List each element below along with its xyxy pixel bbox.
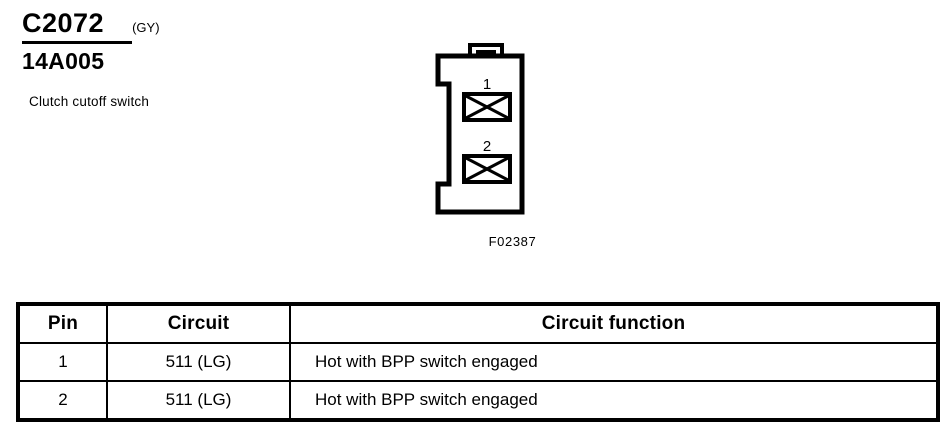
- table-row: 1 511 (LG) Hot with BPP switch engaged: [16, 342, 940, 382]
- connector-id: C2072: [22, 8, 105, 38]
- table-header-row: Pin Circuit Circuit function: [16, 302, 940, 344]
- connector-identification-block: C2072 (GY) 14A005 Clutch cutoff switch: [22, 6, 352, 109]
- pin-cavity-2-cross-b: [465, 156, 509, 182]
- locking-tab-outer: [468, 43, 504, 56]
- connector-diagram: 1 2 F02387: [420, 38, 610, 253]
- connector-outline-svg: 1 2: [435, 43, 525, 215]
- cell-circuit: 511 (LG): [106, 380, 291, 422]
- pin-cavity-2: 2: [462, 138, 512, 184]
- cell-pin: 1: [16, 342, 108, 382]
- pin-assignment-table: Pin Circuit Circuit function 1 511 (LG) …: [16, 302, 940, 422]
- cell-circuit: 511 (LG): [106, 342, 291, 382]
- column-header-circuit: Circuit: [106, 302, 291, 344]
- pin-cavity-2-label: 2: [483, 138, 491, 155]
- pin-cavity-1-label: 1: [483, 76, 491, 93]
- connector-figure-code: F02387: [488, 234, 537, 249]
- component-name: Clutch cutoff switch: [29, 94, 150, 109]
- cell-circuit-function: Hot with BPP switch engaged: [289, 342, 940, 382]
- cell-pin: 2: [16, 380, 108, 422]
- column-header-circuit-function: Circuit function: [289, 302, 940, 344]
- table-row: 2 511 (LG) Hot with BPP switch engaged: [16, 380, 940, 422]
- cell-circuit-function: Hot with BPP switch engaged: [289, 380, 940, 422]
- connector-body-outline: [435, 53, 525, 215]
- pin-cavity-1-cross-b: [465, 94, 509, 120]
- header-rule-top: [22, 41, 132, 44]
- pin-cavity-1-box: [462, 92, 512, 122]
- connector-id-row: C2072 (GY): [22, 6, 352, 40]
- part-number: 14A005: [22, 48, 105, 74]
- pin-cavity-1: 1: [462, 76, 512, 122]
- column-header-pin: Pin: [16, 302, 108, 344]
- pin-cavity-2-box: [462, 154, 512, 184]
- connector-color-code: (GY): [132, 20, 160, 35]
